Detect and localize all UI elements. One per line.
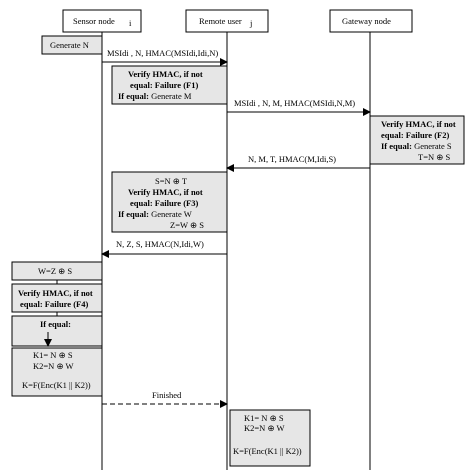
verify-f3-line1: Verify HMAC, if not <box>128 187 203 197</box>
sensor-node-label: Sensor node <box>73 16 115 26</box>
sensor-w-text: W=Z ⊕ S <box>38 266 72 276</box>
sensor-keys-box: K1= N ⊕ S K2=N ⊕ W K=F(Enc(K1 || K2)) <box>11 347 103 397</box>
verify-f1-line1: Verify HMAC, if not <box>128 69 203 79</box>
message-3-label: N, M, T, HMAC(M,Idi,S) <box>248 154 336 164</box>
sensor-k1-text: K1= N ⊕ S <box>33 350 73 360</box>
sensor-if-equal-box: If equal: <box>11 315 103 347</box>
verify-f1-line2: equal: Failure (F1) <box>130 80 198 90</box>
verify-f3-line3: If equal: Generate W <box>118 209 192 219</box>
verify-f4-line1: Verify HMAC, if not <box>18 288 93 298</box>
verify-f2-line4: T=N ⊕ S <box>418 152 450 162</box>
message-1-label: MSIdi , N, HMAC(MSIdi,Idi,N) <box>107 48 218 58</box>
generate-n-box: Generate N <box>41 35 103 55</box>
sensor-node-header: Sensor node i <box>62 9 142 33</box>
verify-f3-line2: equal: Failure (F3) <box>130 198 198 208</box>
sensor-node-subscript: i <box>129 18 132 28</box>
finished-label: Finished <box>152 390 182 400</box>
sensor-w-box: W=Z ⊕ S <box>11 261 103 281</box>
verify-f4-line2: equal: Failure (F4) <box>20 299 88 309</box>
verify-f2-line2: equal: Failure (F2) <box>381 130 449 140</box>
message-2-label: MSIdi , N, M, HMAC(MSIdi,N,M) <box>234 98 355 108</box>
verify-box-f2: Verify HMAC, if not equal: Failure (F2) … <box>369 115 465 165</box>
gateway-node-header: Gateway node <box>329 9 413 33</box>
gateway-node-label: Gateway node <box>342 16 391 26</box>
remote-k2-text: K2=N ⊕ W <box>244 423 285 433</box>
remote-user-subscript: j <box>249 18 252 28</box>
verify-box-f3: S=N ⊕ T Verify HMAC, if not equal: Failu… <box>111 171 228 233</box>
sensor-if-equal-text: If equal: <box>40 319 71 329</box>
verify-f3-line4: Z=W ⊕ S <box>170 220 204 230</box>
verify-f3-line0: S=N ⊕ T <box>155 176 188 186</box>
remote-keys-box: K1= N ⊕ S K2=N ⊕ W K=F(Enc(K1 || K2)) <box>229 409 311 467</box>
generate-n-text: Generate N <box>50 40 89 50</box>
verify-box-f1: Verify HMAC, if not equal: Failure (F1) … <box>111 65 228 105</box>
verify-f2-line1: Verify HMAC, if not <box>381 119 456 129</box>
remote-k1-text: K1= N ⊕ S <box>244 413 284 423</box>
sensor-k-text: K=F(Enc(K1 || K2)) <box>22 380 91 390</box>
verify-f1-line3: If equal: Generate M <box>118 91 192 101</box>
remote-k-text: K=F(Enc(K1 || K2)) <box>233 446 302 456</box>
remote-user-label: Remote user <box>199 16 242 26</box>
verify-box-f4: Verify HMAC, if not equal: Failure (F4) <box>11 283 103 313</box>
message-4-label: N, Z, S, HMAC(N,Idi,W) <box>116 239 204 249</box>
sensor-k2-text: K2=N ⊕ W <box>33 361 74 371</box>
verify-f2-line3: If equal: Generate S <box>381 141 452 151</box>
remote-user-header: Remote user j <box>185 9 269 33</box>
